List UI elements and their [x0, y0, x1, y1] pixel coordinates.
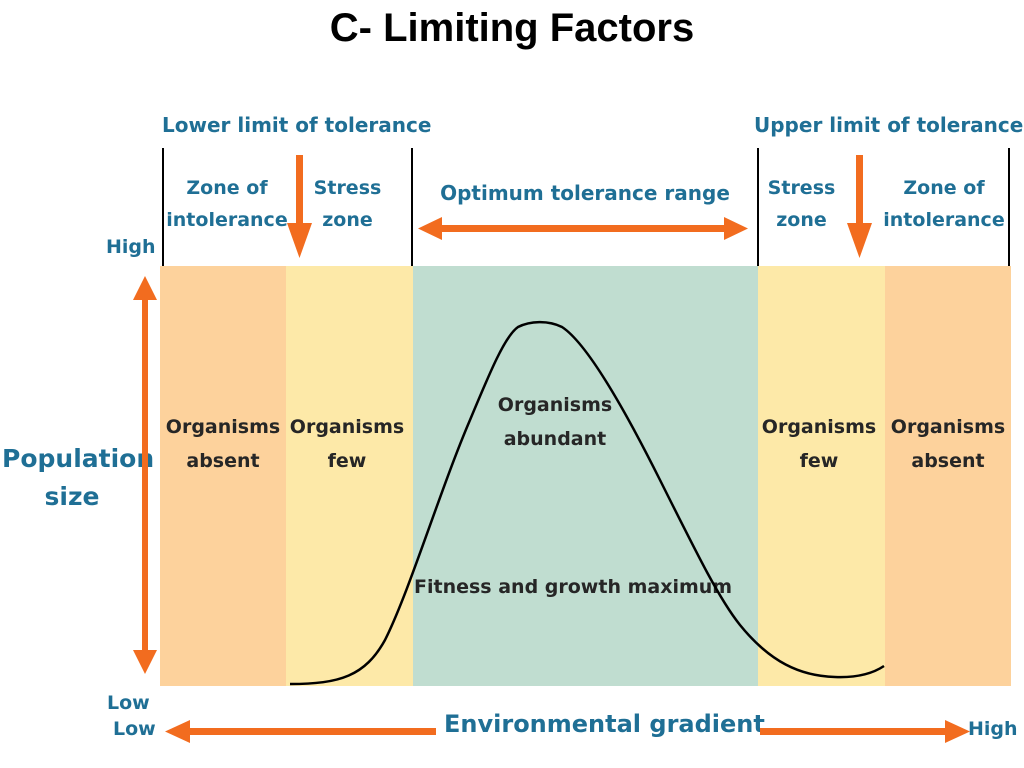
fitness-label: Fitness and growth maximum — [414, 576, 733, 598]
boundary-line-left — [162, 148, 164, 266]
x-axis-title: Environmental gradient — [444, 710, 765, 738]
zone-body-intolerance-left: Organisms absent — [165, 416, 281, 472]
zone-body-optimum: Organisms abundant — [497, 394, 613, 450]
upper-limit-label: Upper limit of tolerance — [754, 113, 1024, 137]
zone-header-intolerance-right: Zone of intolerance — [883, 177, 1005, 231]
zone-intolerance-left — [160, 266, 286, 686]
boundary-line-right-stress — [757, 148, 759, 266]
zone-stress-left — [286, 266, 413, 686]
x-axis-low-label: Low — [113, 718, 156, 740]
zone-body-intolerance-right: Organisms absent — [890, 416, 1006, 472]
gradient-left-arrow — [165, 720, 436, 743]
boundary-line-right — [1008, 148, 1010, 266]
zone-body-stress-right: Organisms few — [761, 416, 877, 472]
y-axis-high-label: High — [106, 236, 156, 258]
zone-intolerance-right — [885, 266, 1011, 686]
zone-stress-right — [758, 266, 885, 686]
population-double-arrow — [133, 276, 157, 674]
zone-body-stress-left: Organisms few — [289, 416, 405, 472]
upper-limit-down-arrow — [847, 155, 872, 258]
zone-header-stress-left: Stress zone — [313, 177, 382, 231]
zone-header-intolerance-left: Zone of intolerance — [166, 177, 288, 231]
zone-optimum — [413, 266, 758, 686]
y-axis-low-label: Low — [107, 692, 150, 714]
population-curve — [289, 320, 885, 686]
optimum-range-double-arrow — [418, 217, 748, 240]
boundary-line-left-stress — [411, 148, 413, 266]
zone-header-stress-right: Stress zone — [767, 177, 836, 231]
page-title: C- Limiting Factors — [329, 6, 695, 50]
lower-limit-label: Lower limit of tolerance — [162, 113, 432, 137]
x-axis-high-label: High — [968, 718, 1018, 740]
lower-limit-down-arrow — [287, 155, 312, 258]
optimum-range-label: Optimum tolerance range — [440, 181, 730, 205]
y-axis-title: Population size — [2, 444, 155, 511]
gradient-right-arrow — [760, 720, 970, 743]
